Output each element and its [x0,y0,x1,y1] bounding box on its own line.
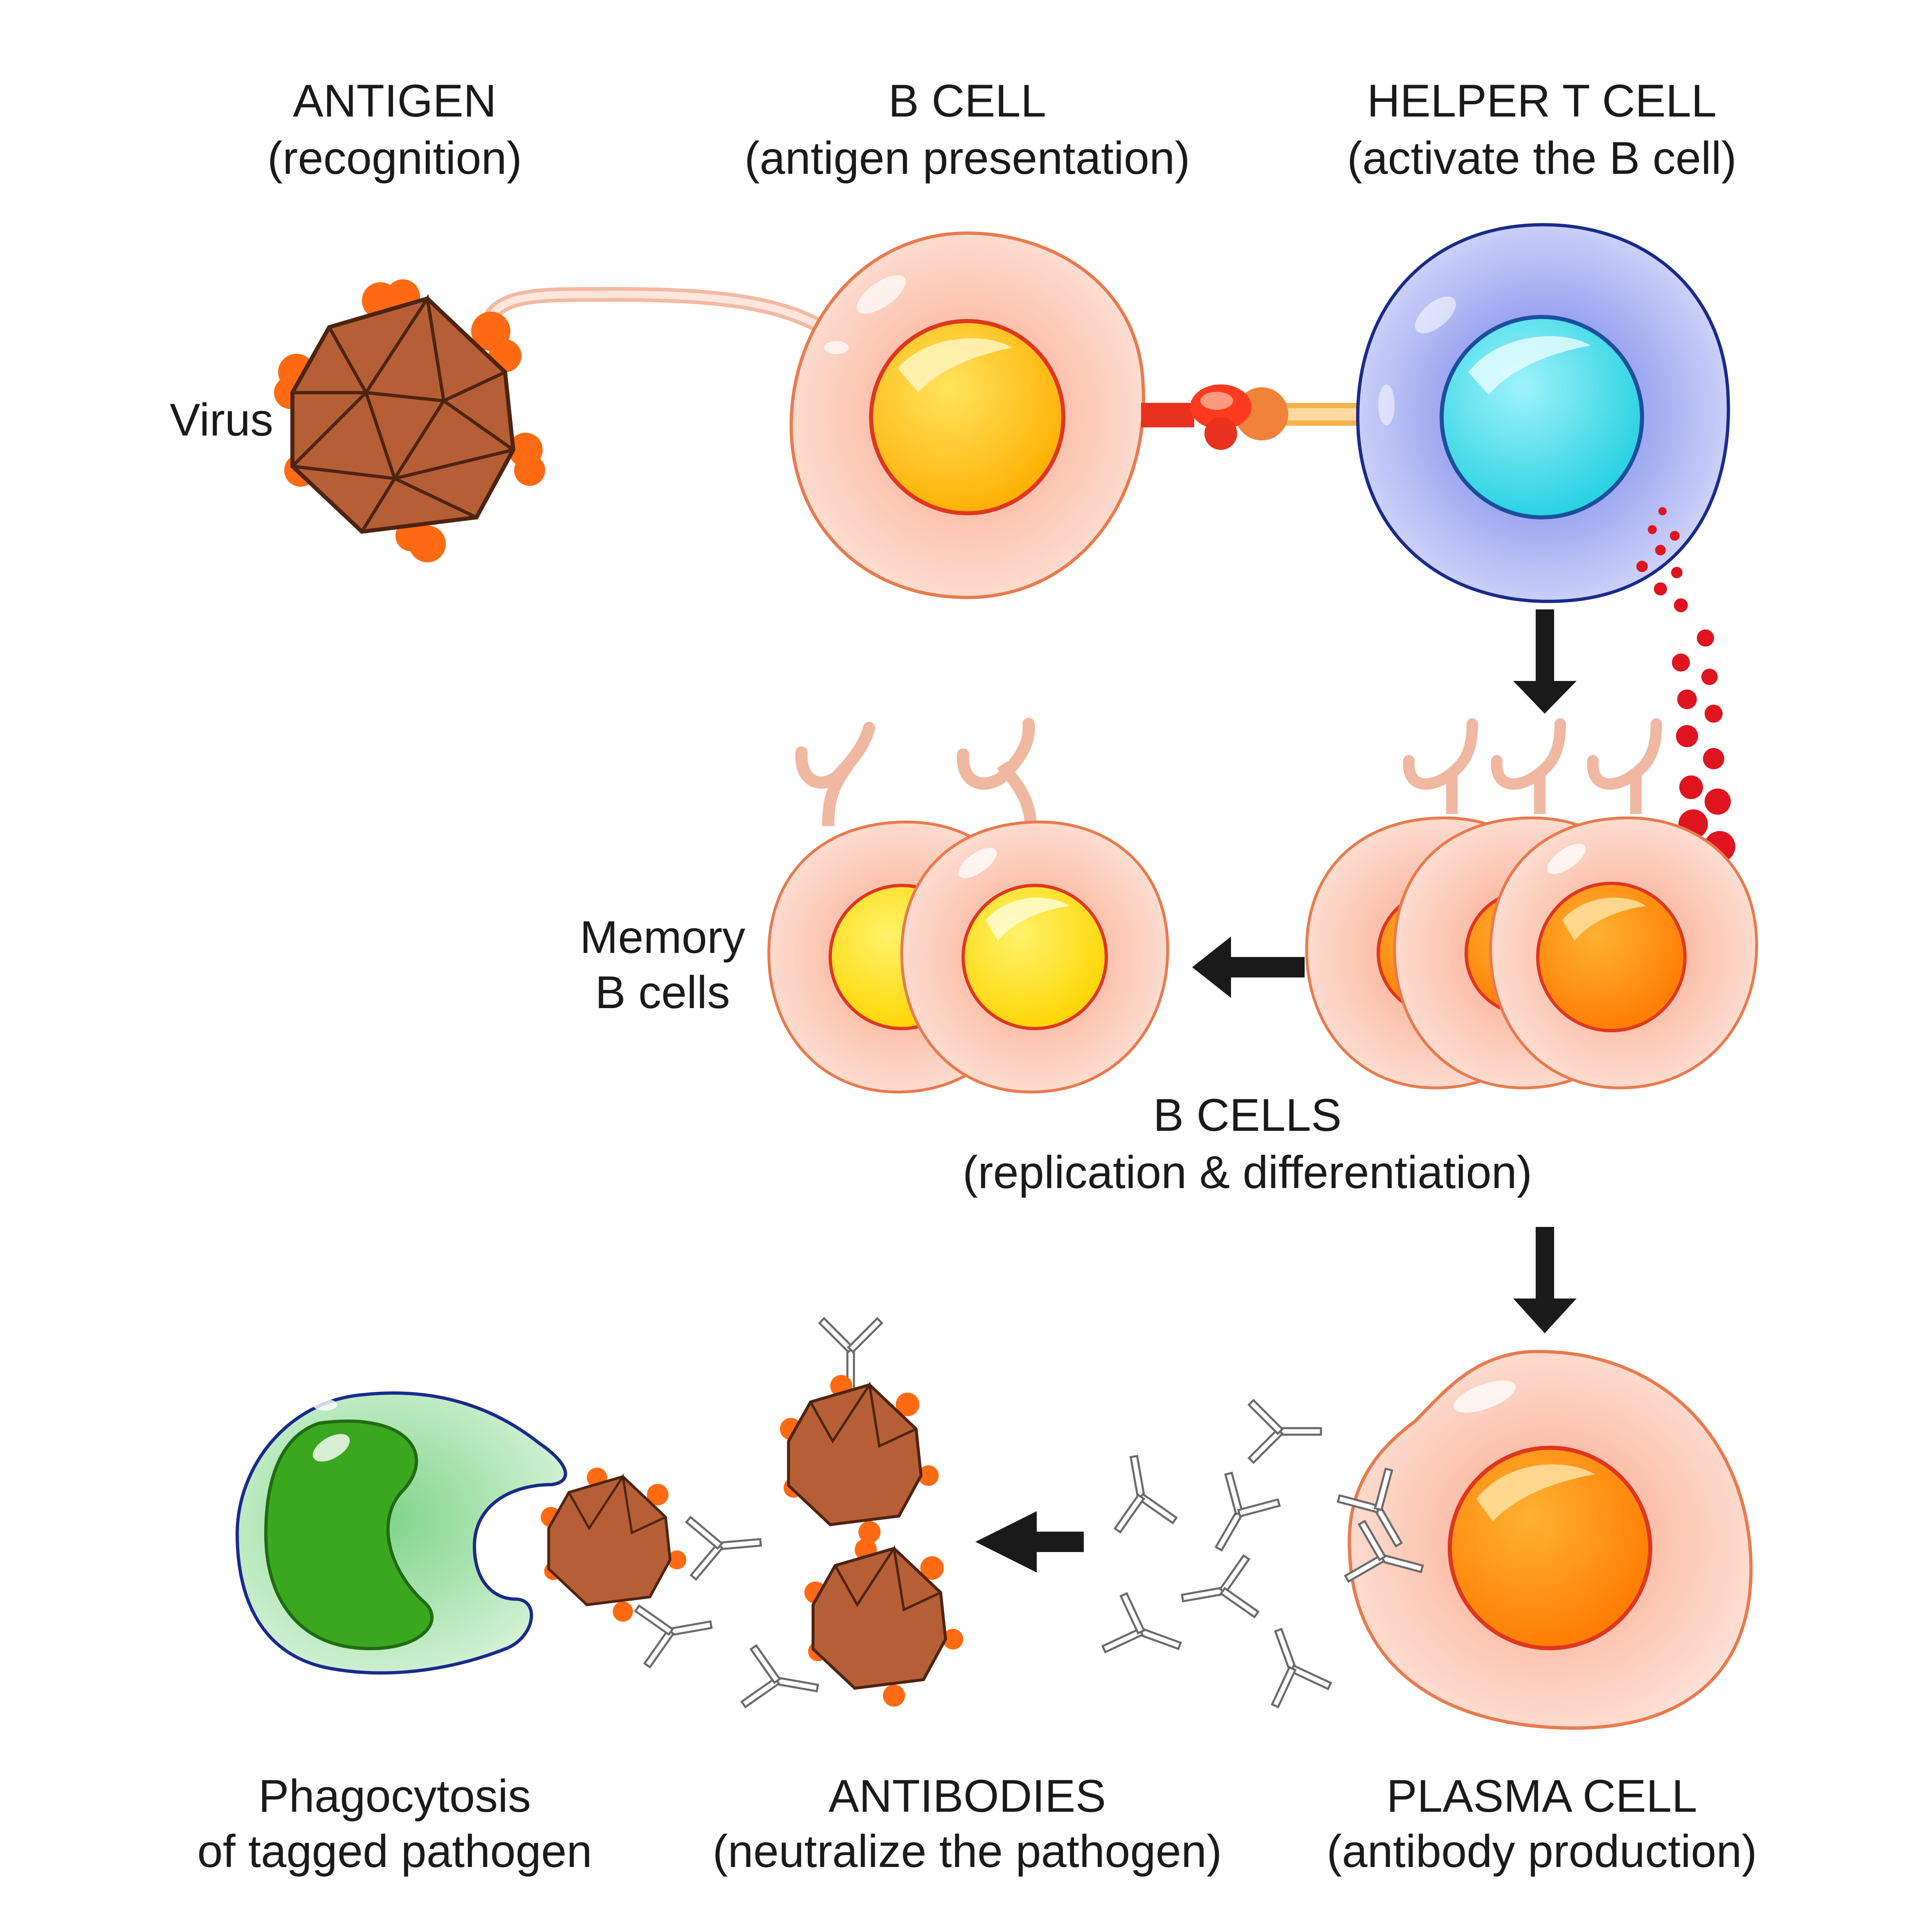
antigen-subtitle: (recognition) [267,133,522,184]
virus-icon [274,279,545,562]
antibody [1337,1467,1403,1548]
antibody-group [634,1317,1424,1709]
cytokine-dots [1636,507,1735,879]
antibody [818,1317,883,1392]
plasma-subtitle: (antibody production) [1327,1826,1757,1877]
antibody [1247,1399,1322,1464]
antibodies-subtitle: (neutralize the pathogen) [712,1826,1222,1877]
antibody [634,1604,713,1669]
bcell-subtitle: (antigen presentation) [744,133,1190,184]
memory-label-line1: Memory [580,912,745,963]
arrow-down-2 [1513,1227,1577,1333]
antigen-title: ANTIGEN [293,75,496,126]
phagocytosis-label-line2: of tagged pathogen [197,1826,592,1877]
helper-t-cell [1356,223,1730,603]
antibody [1214,1471,1281,1552]
antibody [1181,1554,1260,1619]
antibodies-title: ANTIBODIES [829,1770,1106,1822]
antigen-tether [479,287,821,347]
virus-neutralized-1 [780,1375,939,1543]
helper-t-title: HELPER T CELL [1367,75,1717,126]
memory-b-cell-2 [900,718,1169,1094]
activated-b-cell-3 [1489,718,1758,1090]
b-cell [789,231,1145,599]
memory-label-line2: B cells [595,967,730,1018]
plasma-title: PLASMA CELL [1386,1770,1697,1822]
phagocyte [235,1391,567,1675]
virus-tagged [541,1467,687,1622]
antibody [1101,1592,1182,1653]
arrow-left-1 [1192,937,1305,998]
arrow-left-2 [975,1511,1084,1573]
bcell-title: B CELL [888,75,1046,126]
mhc-tcr-link [1141,384,1358,450]
virus-label: Virus [170,394,273,445]
bcells-title: B CELLS [1153,1090,1342,1141]
virus-neutralized-2 [804,1539,964,1707]
plasma-cell [1348,1350,1753,1730]
arrow-down-1 [1513,609,1577,714]
antibody [740,1644,819,1709]
antibody [1271,1628,1332,1709]
antibody [685,1516,762,1581]
bcells-subtitle: (replication & differentiation) [963,1147,1532,1198]
helper-t-subtitle: (activate the B cell) [1347,133,1737,184]
phagocytosis-label-line1: Phagocytosis [258,1770,531,1822]
antibody [1343,1519,1424,1583]
antibody [1113,1455,1178,1534]
